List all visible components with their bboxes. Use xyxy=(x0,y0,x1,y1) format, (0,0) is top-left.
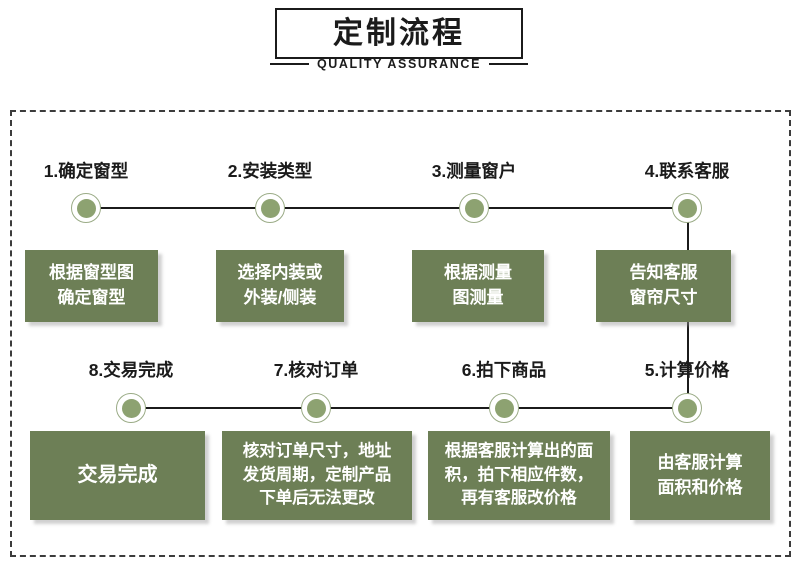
subtitle-rule-left xyxy=(270,63,309,65)
step-card-1[interactable]: 根据窗型图 确定窗型 xyxy=(25,250,158,322)
flow-container-border xyxy=(10,110,791,557)
header-subtitle: QUALITY ASSURANCE xyxy=(316,57,482,71)
step-card-8[interactable]: 交易完成 xyxy=(30,431,205,520)
step-dot-5[interactable] xyxy=(672,393,702,423)
step-card-5[interactable]: 由客服计算 面积和价格 xyxy=(630,431,770,520)
step-card-text-1: 根据窗型图 确定窗型 xyxy=(49,263,134,307)
step-dot-1[interactable] xyxy=(71,193,101,223)
step-label-1: 1.确定窗型 xyxy=(43,161,129,181)
page-title: 定制流程 xyxy=(333,17,465,50)
step-card-text-5: 由客服计算 面积和价格 xyxy=(657,452,743,497)
step-card-text-2: 选择内装或 外装/侧装 xyxy=(237,263,323,307)
subtitle-rule-right xyxy=(489,63,528,65)
step-card-3[interactable]: 根据测量 图测量 xyxy=(412,250,544,322)
step-dot-2[interactable] xyxy=(255,193,285,223)
step-card-6[interactable]: 根据客服计算出的面 积，拍下相应件数， 再有客服改价格 xyxy=(428,431,610,520)
step-label-7: 7.核对订单 xyxy=(273,360,359,380)
step-card-text-3: 根据测量 图测量 xyxy=(444,263,512,307)
step-card-7[interactable]: 核对订单尺寸，地址 发货周期，定制产品 下单后无法更改 xyxy=(222,431,412,520)
step-dot-6[interactable] xyxy=(489,393,519,423)
flow-rail-row2 xyxy=(130,407,688,409)
header-frame xyxy=(275,8,523,59)
step-card-text-7: 核对订单尺寸，地址 发货周期，定制产品 下单后无法更改 xyxy=(242,441,392,508)
step-dot-4[interactable] xyxy=(672,193,702,223)
step-card-2[interactable]: 选择内装或 外装/侧装 xyxy=(216,250,344,322)
step-label-5: 5.计算价格 xyxy=(644,360,730,380)
step-label-4: 4.联系客服 xyxy=(644,161,730,181)
step-dot-7[interactable] xyxy=(301,393,331,423)
step-card-4[interactable]: 告知客服 窗帘尺寸 xyxy=(596,250,731,322)
step-label-6: 6.拍下商品 xyxy=(461,360,547,380)
step-label-3: 3.测量窗户 xyxy=(431,161,517,181)
flow-rail-row1 xyxy=(85,207,689,209)
step-label-8: 8.交易完成 xyxy=(88,360,174,380)
step-label-2: 2.安装类型 xyxy=(227,161,313,181)
step-card-text-8: 交易完成 xyxy=(77,464,158,486)
step-dot-3[interactable] xyxy=(459,193,489,223)
step-card-text-4: 告知客服 窗帘尺寸 xyxy=(629,263,698,307)
step-dot-8[interactable] xyxy=(116,393,146,423)
header-subtitle-group: QUALITY ASSURANCE xyxy=(270,52,528,76)
step-card-text-6: 根据客服计算出的面 积，拍下相应件数， 再有客服改价格 xyxy=(444,441,594,508)
